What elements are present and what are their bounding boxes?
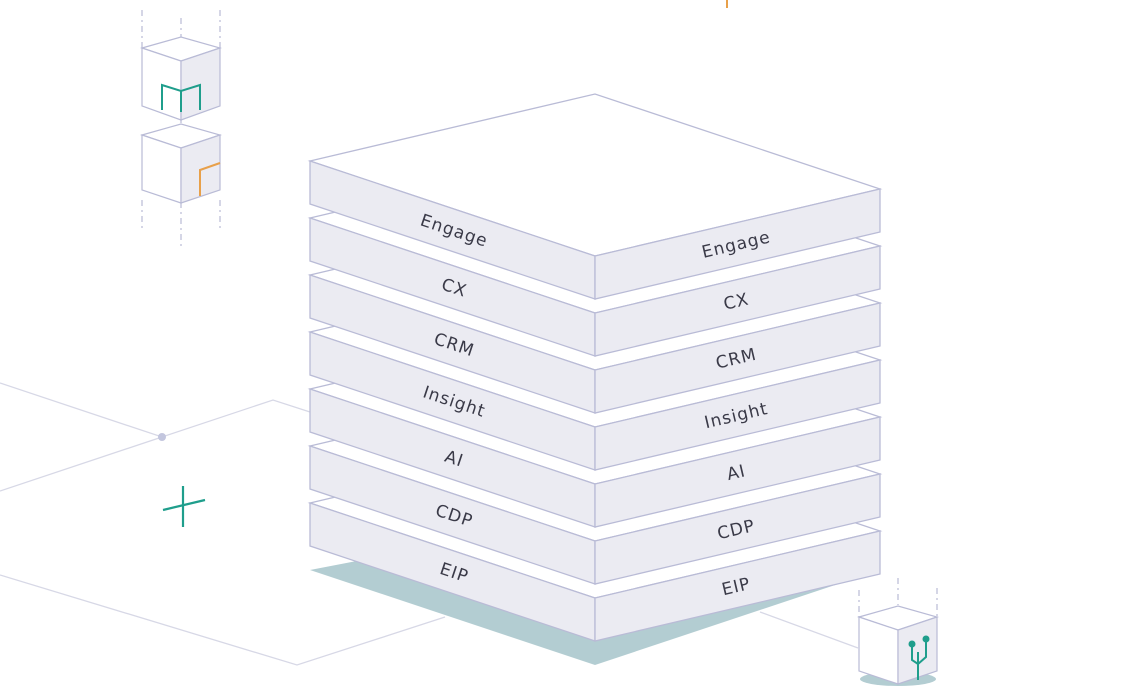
slab-right-face [594,530,881,642]
slab-right-face [594,188,881,300]
slab-right-face [594,245,881,357]
cube-circuit-icon [908,635,930,680]
cube-stack-left [139,10,223,246]
cube-orange-corner-icon [199,162,221,196]
cube-teal-bracket-icon [161,83,201,112]
slab-right-face [594,302,881,414]
guide-lines [0,382,859,666]
layer-label-right: AI [725,461,748,485]
slab-right-face [594,473,881,585]
slab-right-face [594,416,881,528]
cube-bottom-right [856,578,940,686]
slab-right-face [594,359,881,471]
plus-icon [162,486,206,527]
